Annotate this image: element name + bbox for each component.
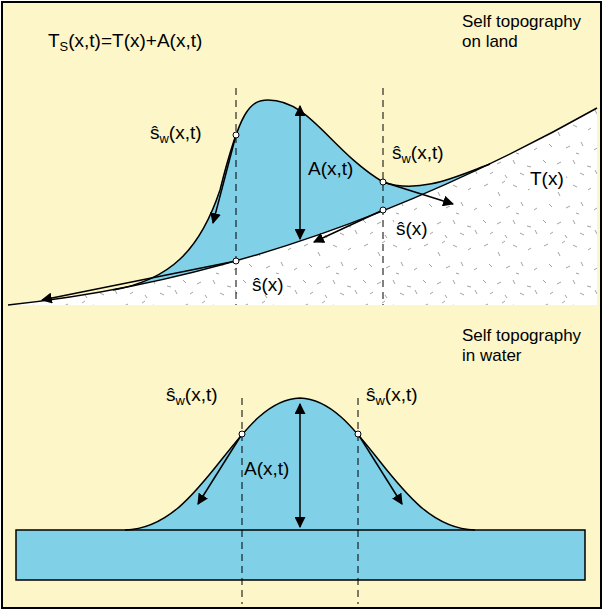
slope-arrow xyxy=(314,210,383,242)
slope-label: ŝw(x,t) xyxy=(150,122,202,143)
slope-label: ŝw(x,t) xyxy=(366,384,418,405)
label-holder: ŝ(x) xyxy=(250,274,286,296)
surface-label: T(x) xyxy=(528,168,566,189)
label-holder: Self topography on land xyxy=(462,12,596,51)
slope-label: ŝw(x,t) xyxy=(392,142,444,163)
panel-title: Self topography in water xyxy=(462,326,581,365)
land-body xyxy=(8,108,597,305)
slope-label: ŝ(x) xyxy=(250,274,286,295)
thickness-arrow xyxy=(299,404,301,527)
label-holder: ŝw(x,t) xyxy=(166,384,218,406)
thickness-label: A(x,t) xyxy=(244,458,289,479)
water-surface xyxy=(113,100,490,290)
slope-label: ŝw(x,t) xyxy=(166,384,218,405)
water-bump xyxy=(125,398,475,530)
thickness-label: A(x,t) xyxy=(308,158,353,179)
dashed-guide xyxy=(242,398,243,604)
panel-title: Self topography on land xyxy=(462,12,581,51)
land-surface xyxy=(8,108,597,305)
slope-arrow xyxy=(383,182,453,204)
slope-arrow xyxy=(358,434,402,504)
thickness-arrow xyxy=(299,106,301,239)
label-holder: T(x) xyxy=(528,168,566,190)
label-holder: ŝ(x) xyxy=(394,218,430,240)
dashed-guide xyxy=(383,88,384,305)
point-marker xyxy=(380,179,386,185)
label-holder: ŝw(x,t) xyxy=(366,384,418,406)
water-surface xyxy=(125,398,475,530)
label-holder: A(x,t) xyxy=(308,158,353,180)
dashed-guide xyxy=(236,88,237,305)
point-marker xyxy=(380,207,386,213)
slope-arrow xyxy=(213,135,236,223)
point-marker xyxy=(233,258,239,264)
equation-label: TS(x,t)=T(x)+A(x,t) xyxy=(48,30,202,51)
label-holder: TS(x,t)=T(x)+A(x,t) xyxy=(48,30,202,52)
slope-arrow xyxy=(198,434,242,504)
point-marker xyxy=(233,132,239,138)
label-holder: ŝw(x,t) xyxy=(150,122,202,144)
label-holder: Self topography in water xyxy=(462,326,596,365)
point-marker xyxy=(355,431,361,437)
slope-label: ŝ(x) xyxy=(394,218,430,239)
label-holder: A(x,t) xyxy=(244,458,289,480)
water-layer xyxy=(16,530,585,580)
point-marker xyxy=(239,431,245,437)
label-holder: ŝw(x,t) xyxy=(392,142,444,164)
dashed-guide xyxy=(358,398,359,604)
slope-arrow xyxy=(42,261,236,300)
